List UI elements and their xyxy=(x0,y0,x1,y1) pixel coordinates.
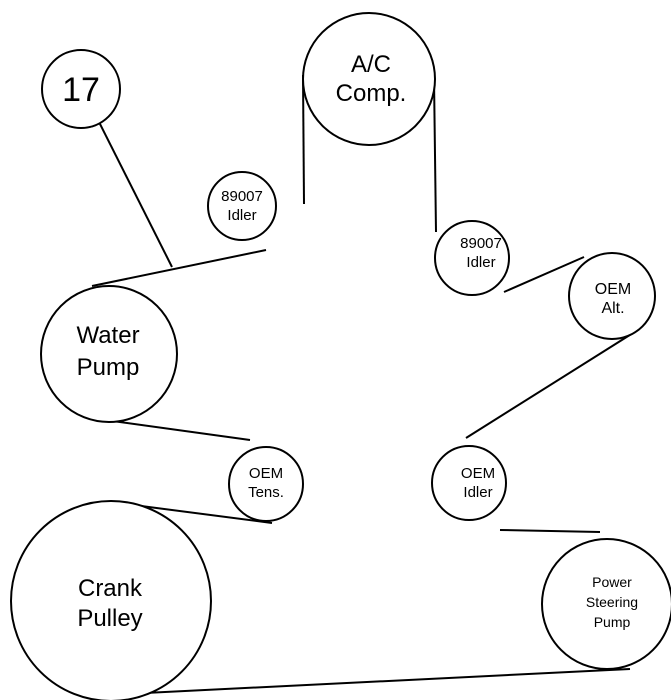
idler-right-label-line2: Idler xyxy=(466,254,495,271)
belt-segment-ps-to-crank xyxy=(144,668,631,694)
belt-segment-ac-to-idler xyxy=(433,77,437,233)
reference-number-label: 17 xyxy=(62,71,100,109)
water-pump-label-line2: Pump xyxy=(77,354,140,381)
belt-segment-alt-to-oemidler xyxy=(465,332,634,439)
water-pump-label-line1: Water xyxy=(76,322,139,349)
oem-idler-label-line1: OEM xyxy=(461,465,495,482)
ac-compressor-label-line1: A/C xyxy=(351,51,391,78)
belt-segment-tens-to-waterpump xyxy=(104,419,251,441)
belt-segment-idler-to-alt xyxy=(503,256,585,293)
alternator-label-line1: OEM xyxy=(595,281,631,298)
crank-pulley xyxy=(10,500,212,700)
alternator-label-line2: Alt. xyxy=(601,300,624,317)
oem-idler-pulley xyxy=(431,445,507,521)
callout-leader-line xyxy=(97,119,173,268)
idler-left-label-line2: Idler xyxy=(227,207,256,224)
idler-left-label-line1: 89007 xyxy=(221,188,263,205)
power-steering-label-line3: Pump xyxy=(594,614,631,630)
idler-89007-left-pulley xyxy=(207,171,277,241)
alternator-pulley xyxy=(568,252,656,340)
belt xyxy=(91,74,634,694)
idler-89007-right-pulley xyxy=(434,220,510,296)
belt-segment-idler-to-ac xyxy=(302,74,305,205)
ac-compressor-label-line2: Comp. xyxy=(336,80,407,107)
power-steering-pump-pulley xyxy=(541,538,671,670)
idler-right-label-line1: 89007 xyxy=(460,235,502,252)
belt-segment-oemidler-to-ps xyxy=(499,529,601,533)
belt-segment-waterpump-to-idler xyxy=(91,249,267,287)
crank-pulley-label-line1: Crank xyxy=(78,575,143,602)
tensioner-label-line2: Tens. xyxy=(248,484,284,501)
tensioner-pulley xyxy=(228,446,304,522)
reference-number-circle xyxy=(41,49,121,129)
ac-compressor-pulley xyxy=(302,12,436,146)
tensioner-label-line1: OEM xyxy=(249,465,283,482)
oem-idler-label-line2: Idler xyxy=(463,484,492,501)
power-steering-label-line1: Power xyxy=(592,574,632,590)
crank-pulley-label-line2: Pulley xyxy=(77,605,142,632)
water-pump-pulley xyxy=(40,285,178,423)
power-steering-label-line2: Steering xyxy=(586,594,638,610)
